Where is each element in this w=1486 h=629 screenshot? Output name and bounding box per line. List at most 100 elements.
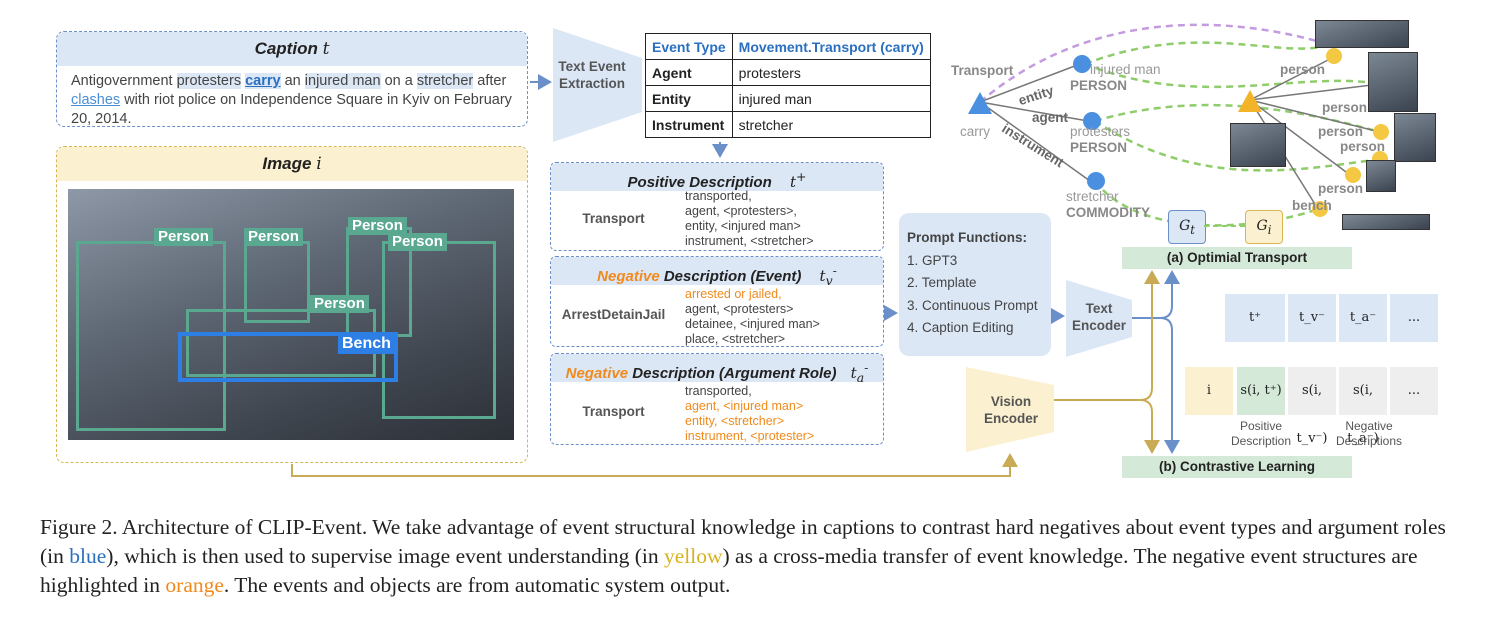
graph-protesters-label: protesters	[1070, 124, 1131, 139]
bbox-label-person-5: Person	[310, 295, 369, 313]
ot-edge-protesters-2	[1094, 119, 1381, 172]
ot-edge-injured-man-2	[1084, 62, 1381, 89]
image-event-node	[1238, 90, 1262, 112]
image-panel: Image i	[56, 146, 528, 463]
negative-event-title: Description (Event)	[659, 268, 802, 285]
var-sub: a	[856, 370, 865, 385]
prompt-item: 1. GPT3	[907, 252, 958, 268]
cell-more-bot: ...	[1390, 367, 1438, 415]
desc-line: entity, <stretcher>	[685, 414, 785, 428]
positive-role: Transport	[582, 211, 645, 226]
desc-line: entity, <injured man>	[685, 219, 801, 233]
thumb-2	[1368, 52, 1418, 112]
gt-symbol: G	[1179, 218, 1191, 234]
positive-var: t+	[789, 169, 807, 191]
desc-line: transported,	[685, 384, 752, 398]
caption-part: . The events and objects are from automa…	[223, 573, 731, 597]
desc-line: detainee, <injured man>	[685, 317, 820, 331]
table-row: Instrument stretcher	[645, 111, 931, 138]
negative-arg-box: Negative Description (Argument Role) ta-…	[550, 353, 884, 445]
event-type-value: Movement.Transport (carry)	[731, 33, 931, 60]
gt-sub: t	[1190, 222, 1195, 237]
node-img-person-3	[1373, 124, 1389, 140]
negative-arg-title: Description (Argument Role)	[628, 365, 837, 382]
bbox-label-person-2: Person	[244, 228, 303, 246]
cell-s-pos: s(i, t⁺)	[1237, 367, 1285, 415]
gi-symbol: G	[1256, 218, 1268, 234]
text-encoder-shape	[1066, 280, 1132, 357]
caption-part: ) as a cross-media transfer of event kno…	[40, 544, 1418, 597]
negative-label: Negative	[565, 365, 629, 382]
caption-panel-header: Caption t	[57, 32, 527, 66]
img-person-label-4: person	[1340, 139, 1386, 154]
graph-transport-label: Transport	[951, 63, 1014, 78]
image-var: i	[316, 154, 322, 174]
highlight-injured-man: injured man	[304, 73, 381, 89]
gi-sub: i	[1267, 222, 1272, 237]
negative-event-role: ArrestDetainJail	[561, 307, 666, 322]
desc-line: place, <stretcher>	[685, 332, 786, 346]
transport-node	[968, 92, 992, 114]
caption-panel: Caption t Antigovernment protesters carr…	[56, 31, 528, 127]
cell-i: i	[1185, 367, 1233, 415]
var-t: t	[789, 173, 796, 191]
extraction-shape	[553, 28, 642, 142]
thumb-6	[1342, 214, 1430, 230]
var-t: t	[850, 364, 857, 382]
var-sup: -	[864, 360, 869, 375]
negative-event-lines: arrested or jailed, agent, <protesters> …	[685, 287, 820, 347]
gt-box: Gt	[1168, 210, 1206, 244]
positive-title: Positive Description	[627, 174, 772, 191]
contrastive-learning-label: (b) Contrastive Learning	[1122, 456, 1352, 478]
img-person-label-2: person	[1322, 100, 1368, 115]
text-encoder-label: Text Encoder	[1071, 301, 1126, 333]
img-person-label-1: person	[1280, 62, 1326, 77]
img-bench-label: bench	[1292, 198, 1332, 213]
positive-description-box: Positive Description t+ Transport transp…	[550, 162, 884, 251]
negative-label: Negative	[597, 268, 660, 285]
arrow-vision-to-cl	[1139, 399, 1160, 454]
vision-encoder-shape	[966, 367, 1054, 452]
edge-entity	[979, 63, 1081, 103]
var-sub: v	[825, 273, 833, 288]
desc-line: agent, <injured man>	[685, 399, 804, 413]
caption-word: an	[280, 73, 305, 89]
negative-arg-header: Negative Description (Argument Role) ta-	[551, 354, 883, 385]
ot-edge-injured-man	[1084, 41, 1331, 66]
caption-title: Caption	[254, 39, 318, 58]
img-person-label-3: person	[1318, 124, 1364, 139]
negative-arg-body: Transport transported, agent, <injured m…	[551, 382, 883, 443]
caption-text: Antigovernment protesters carry an injur…	[57, 66, 527, 135]
row-key: Entity	[645, 85, 733, 112]
desc-line: agent, <protesters>,	[685, 204, 797, 218]
negative-desc-label: Negative Descriptions	[1335, 419, 1403, 448]
bbox-label-person-1: Person	[154, 228, 213, 246]
caption-word: with riot police on Independence Square …	[71, 92, 512, 127]
figure-caption: Figure 2. Architecture of CLIP-Event. We…	[40, 513, 1460, 600]
bbox-bench	[178, 332, 398, 382]
row-value: injured man	[731, 85, 931, 112]
node-img-person-1	[1326, 48, 1342, 64]
caption-word: on a	[380, 73, 417, 89]
node-injured-man	[1073, 55, 1091, 73]
node-protesters	[1083, 112, 1101, 130]
image-title: Image	[262, 154, 312, 173]
caption-word: after	[473, 73, 507, 89]
graph-agent-label: agent	[1032, 110, 1069, 125]
highlight-protesters: protesters	[176, 73, 242, 89]
edge-agent	[979, 101, 1089, 122]
negative-event-body: ArrestDetainJail arrested or jailed, age…	[551, 285, 883, 347]
var-t: t	[819, 267, 826, 285]
event-table: Event Type Movement.Transport (carry) Ag…	[645, 33, 931, 138]
row-value: stretcher	[731, 111, 931, 138]
bbox-label-bench: Bench	[338, 334, 395, 354]
negative-event-var: tv-	[819, 263, 837, 288]
var-sup: -	[832, 263, 837, 278]
cell-s-a: s(i, t_a⁻)	[1339, 367, 1387, 446]
graph-stretcher-label: stretcher	[1066, 189, 1119, 204]
caption-orange-word: orange	[165, 573, 224, 597]
image-panel-header: Image i	[57, 147, 527, 181]
cell-t-a: t_a⁻	[1339, 294, 1387, 342]
thumb-4	[1230, 123, 1286, 167]
negative-event-header: Negative Description (Event) tv-	[551, 257, 883, 288]
